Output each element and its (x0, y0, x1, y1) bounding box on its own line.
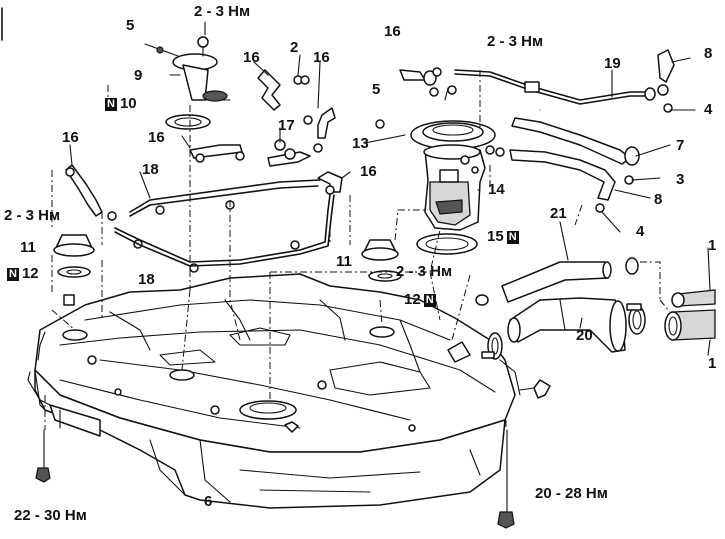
new-part-mark: N (105, 98, 117, 111)
fuel-gauge-sender (144, 36, 231, 102)
callout-4-bottom: 4 (636, 223, 645, 240)
callout-6: 6 (204, 493, 213, 510)
filler-pipe-hose (501, 261, 627, 353)
fuel-tank (27, 273, 551, 529)
torque-label-left-grommet: 2 - 3 Нм (4, 207, 61, 224)
torque-label-pump-bolts: 2 - 3 Нм (487, 33, 544, 50)
callout-11-center: 11 (336, 253, 352, 270)
callout-1-bottom: 1 (708, 355, 717, 372)
callout-5-right: 5 (372, 81, 381, 98)
callout-3: 3 (676, 171, 685, 188)
torque-label-sender-bolts: 2 - 3 Нм (194, 3, 251, 20)
callout-16-f: 16 (384, 23, 401, 40)
callout-16-c: 16 (148, 129, 165, 146)
callout-1-top: 1 (708, 237, 717, 254)
new-part-mark: N (423, 294, 436, 307)
callout-17: 17 (278, 117, 295, 134)
pump-lock-ring (410, 120, 496, 150)
hose-clamps-filler (475, 257, 646, 360)
vent-pipes-1 (664, 289, 716, 341)
callout-18-b: 18 (138, 271, 155, 288)
callout-16-e: 16 (360, 163, 377, 180)
callout-9: 9 (134, 67, 143, 84)
dash-lines (44, 70, 671, 430)
torque-label-strap-right: 20 - 28 Нм (535, 485, 608, 502)
torque-label-center-grommet: 2 - 3 Нм (396, 263, 453, 280)
pipes-18 (114, 179, 335, 267)
callout-5-left: 5 (126, 17, 135, 34)
callout-4-top: 4 (704, 101, 713, 118)
sender-gasket (165, 114, 211, 130)
callout-14: 14 (488, 181, 505, 198)
callout-18-a: 18 (142, 161, 159, 178)
vent-lines (509, 49, 675, 213)
callout-8-top: 8 (704, 45, 713, 62)
callout-16-b: 16 (313, 49, 330, 66)
callout-8-bottom: 8 (654, 191, 663, 208)
hoses-16 (65, 67, 442, 217)
new-part-mark: N (506, 231, 519, 244)
new-part-mark: N (7, 268, 19, 281)
callout-7: 7 (676, 137, 685, 154)
grommets-center (361, 239, 402, 282)
callout-16-a: 16 (243, 49, 260, 66)
callout-16-d: 16 (62, 129, 79, 146)
callout-13: 13 (352, 135, 369, 152)
callout-11-left: 11 (20, 239, 36, 256)
grommets-left (53, 234, 95, 306)
pipes-19 (454, 69, 656, 105)
fuel-pump-module (423, 144, 486, 231)
callout-21: 21 (550, 205, 567, 222)
clips-small (65, 75, 505, 273)
torque-label-strap-left: 22 - 30 Нм (14, 507, 87, 524)
callout-20: 20 (576, 327, 593, 344)
callout-19: 19 (604, 55, 621, 72)
pump-gasket (416, 233, 478, 255)
callout-2: 2 (290, 39, 299, 56)
leader-lines (69, 21, 711, 356)
